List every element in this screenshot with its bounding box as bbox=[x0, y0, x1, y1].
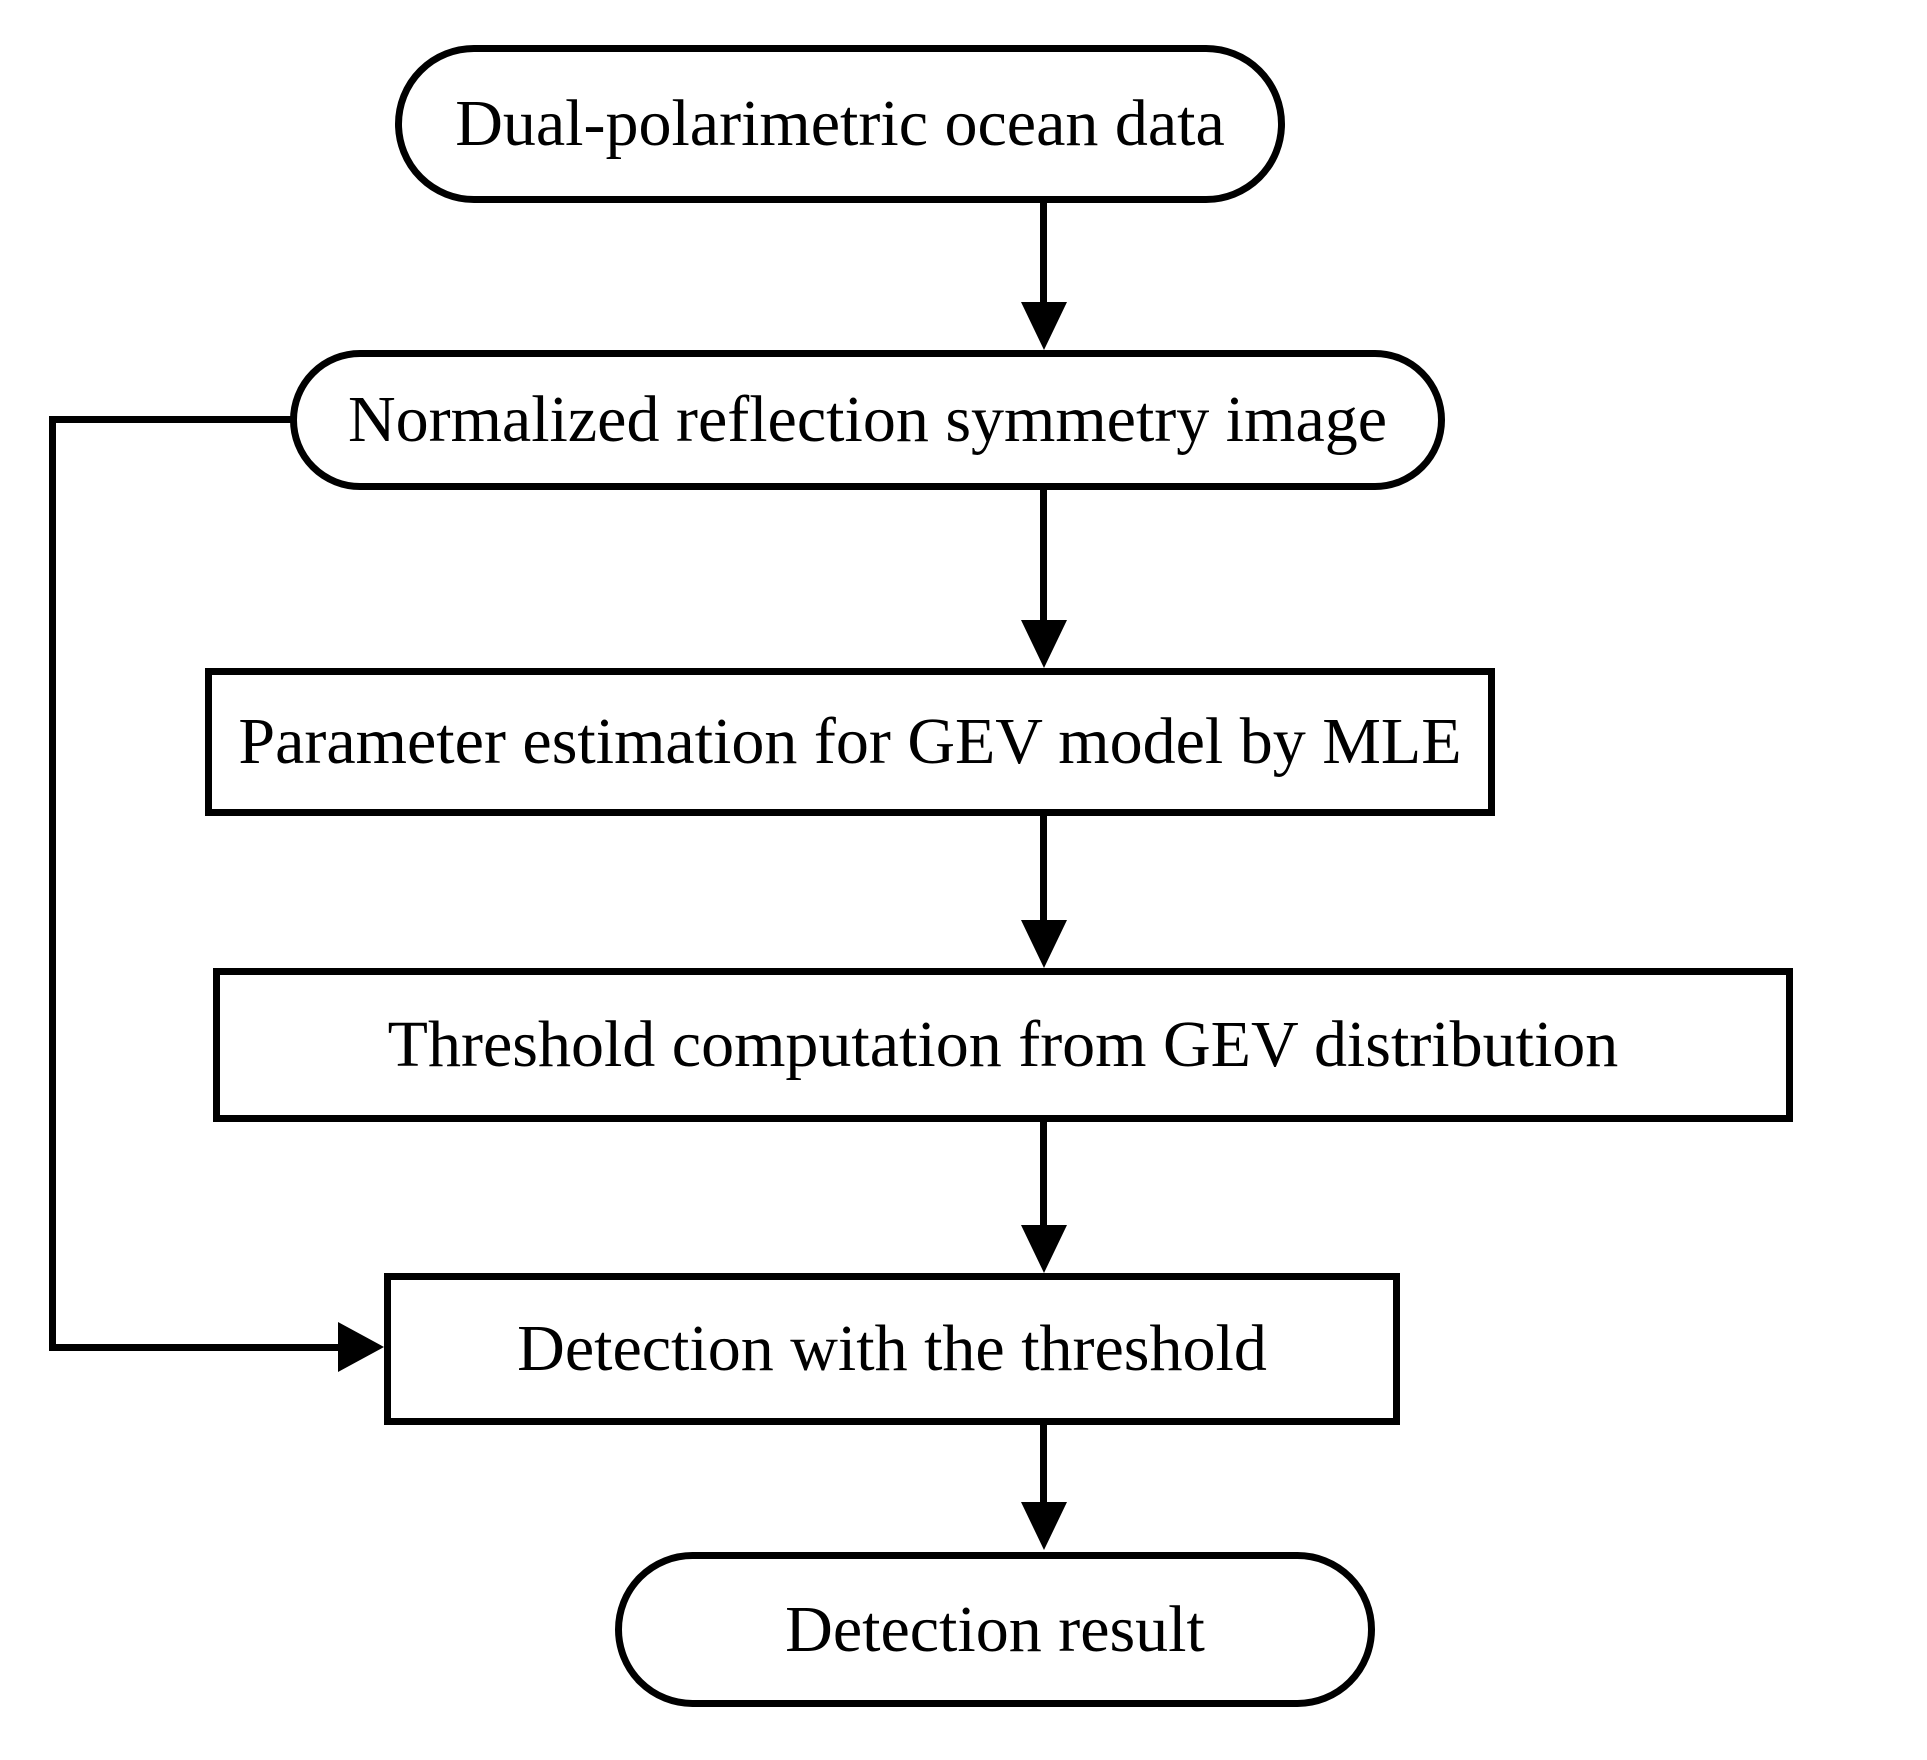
node-detection-with-threshold: Detection with the threshold bbox=[384, 1273, 1400, 1425]
node-normalized-reflection-symmetry-image: Normalized reflection symmetry image bbox=[290, 350, 1445, 490]
arrowhead-down-icon bbox=[1021, 1225, 1067, 1273]
arrow-shaft-4 bbox=[1040, 1120, 1047, 1227]
feedback-line-vertical bbox=[49, 416, 56, 1351]
node-threshold-computation: Threshold computation from GEV distribut… bbox=[213, 968, 1793, 1122]
arrow-shaft-1 bbox=[1040, 203, 1047, 304]
node-label: Detection result bbox=[785, 1592, 1205, 1666]
arrowhead-down-icon bbox=[1021, 302, 1067, 350]
node-label: Dual-polarimetric ocean data bbox=[455, 87, 1225, 160]
node-label: Normalized reflection symmetry image bbox=[347, 383, 1388, 456]
node-label: Threshold computation from GEV distribut… bbox=[387, 1008, 1619, 1081]
feedback-line-top bbox=[49, 416, 294, 423]
node-label: Parameter estimation for GEV model by ML… bbox=[238, 705, 1462, 778]
node-detection-result: Detection result bbox=[615, 1552, 1375, 1707]
arrowhead-down-icon bbox=[1021, 620, 1067, 668]
node-label: Detection with the threshold bbox=[517, 1312, 1267, 1385]
arrow-shaft-3 bbox=[1040, 814, 1047, 922]
node-dual-polarimetric-ocean-data: Dual-polarimetric ocean data bbox=[395, 45, 1285, 203]
arrowhead-down-icon bbox=[1021, 920, 1067, 968]
arrowhead-right-icon bbox=[338, 1322, 384, 1372]
arrow-shaft-2 bbox=[1040, 488, 1047, 622]
arrowhead-down-icon bbox=[1021, 1502, 1067, 1550]
arrow-shaft-5 bbox=[1040, 1423, 1047, 1504]
node-parameter-estimation: Parameter estimation for GEV model by ML… bbox=[205, 668, 1495, 816]
feedback-line-bottom bbox=[49, 1344, 338, 1351]
